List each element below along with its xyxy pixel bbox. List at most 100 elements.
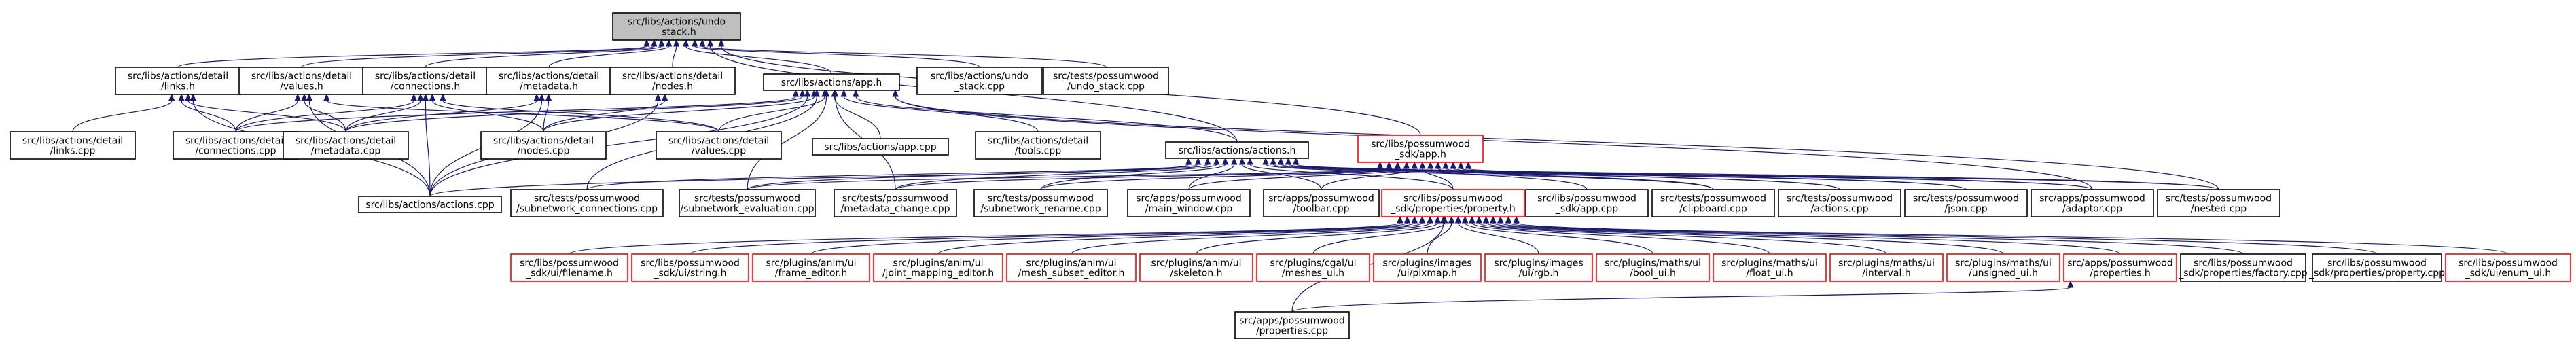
edge-line bbox=[1500, 222, 2244, 255]
node-app-h[interactable]: src/libs/actions/app.h bbox=[763, 73, 900, 91]
node-t-nested-cpp[interactable]: src/tests/possumwood/nested.cpp bbox=[2157, 189, 2280, 217]
edge-line bbox=[1457, 222, 1539, 255]
node-property-cpp[interactable]: src/libs/possumwood_sdk/properties/prope… bbox=[2308, 253, 2445, 282]
node-label: /clipboard.cpp bbox=[1679, 204, 1747, 215]
node-pixmap-h[interactable]: src/plugins/images/ui/pixmap.h bbox=[1373, 253, 1482, 282]
edge-arrowhead bbox=[190, 93, 197, 101]
edge-line bbox=[442, 100, 719, 132]
node-label: _sdk/properties/property.h bbox=[1390, 204, 1515, 215]
node-label: _stack.cpp bbox=[954, 82, 1005, 92]
node-t-json-cpp[interactable]: src/tests/possumwood/json.cpp bbox=[1904, 189, 2028, 217]
node-ui-filename-h[interactable]: src/libs/possumwood_sdk/ui/filename.h bbox=[510, 253, 628, 282]
node-label: src/plugins/images bbox=[1382, 258, 1471, 269]
node-mesh-subset-editor-h[interactable]: src/plugins/anim/ui/mesh_subset_editor.h bbox=[1006, 253, 1137, 282]
node-interval-h[interactable]: src/plugins/maths/ui/interval.h bbox=[1829, 253, 1944, 282]
edge-joint-mapping-editor-h-to-property-h bbox=[937, 215, 1426, 255]
edge-line bbox=[304, 100, 346, 132]
edge-line bbox=[543, 100, 550, 132]
node-sdk-app-cpp[interactable]: src/libs/possumwood_sdk/app.cpp bbox=[1525, 189, 1649, 217]
node-detail-nodes-cpp[interactable]: src/libs/actions/detail/nodes.cpp bbox=[480, 131, 607, 160]
edge-property-h-to-actions-h bbox=[1247, 157, 1454, 190]
node-detail-tools-cpp[interactable]: src/libs/actions/detail/tools.cpp bbox=[975, 131, 1101, 160]
node-detail-links-cpp[interactable]: src/libs/actions/detail/links.cpp bbox=[10, 131, 136, 160]
edge-arrowhead bbox=[804, 89, 811, 97]
node-enum-ui-h[interactable]: src/libs/possumwood_sdk/ui/enum_ui.h bbox=[2445, 253, 2571, 282]
node-label: /metadata.cpp bbox=[311, 146, 381, 157]
node-factory-cpp[interactable]: src/libs/possumwood_sdk/properties/facto… bbox=[2178, 253, 2308, 282]
node-detail-links-h[interactable]: src/libs/actions/detail/links.h bbox=[115, 67, 241, 95]
node-sdk-app-h[interactable]: src/libs/possumwood_sdk/app.h bbox=[1357, 135, 1484, 163]
node-float-ui-h[interactable]: src/plugins/maths/ui/float_ui.h bbox=[1713, 253, 1827, 282]
edge-t-metadata-change-to-sdk-app-h bbox=[895, 161, 1393, 190]
node-detail-metadata-cpp[interactable]: src/libs/actions/detail/metadata.cpp bbox=[283, 131, 409, 160]
node-t-subnetwork-rename[interactable]: src/tests/possumwood/subnetwork_rename.c… bbox=[973, 189, 1108, 217]
node-t-actions-cpp[interactable]: src/tests/possumwood/actions.cpp bbox=[1778, 189, 1901, 217]
node-actions-h[interactable]: src/libs/actions/actions.h bbox=[1165, 141, 1309, 159]
edge-line bbox=[586, 164, 1199, 190]
edge-line bbox=[843, 96, 1039, 132]
node-label: src/libs/possumwood bbox=[1371, 139, 1470, 150]
edge-enum-ui-h-to-property-h bbox=[1513, 215, 2509, 255]
node-detail-values-h[interactable]: src/libs/actions/detail/values.h bbox=[238, 67, 365, 95]
edge-arrowhead bbox=[168, 93, 175, 101]
edge-line bbox=[425, 46, 662, 68]
node-label: src/libs/actions/app.h bbox=[781, 77, 882, 88]
node-box bbox=[975, 131, 1101, 160]
node-box bbox=[510, 253, 628, 282]
edge-line bbox=[345, 100, 421, 132]
node-box bbox=[358, 196, 502, 213]
node-box bbox=[115, 67, 241, 95]
node-undo-stack-cpp[interactable]: src/libs/actions/undo_stack.cpp bbox=[916, 67, 1043, 95]
node-adaptor-cpp[interactable]: src/apps/possumwood/adaptor.cpp bbox=[2031, 189, 2154, 217]
node-tests-undo-stack-cpp[interactable]: src/tests/possumwood/undo_stack.cpp bbox=[1043, 67, 1169, 95]
node-box bbox=[752, 253, 870, 282]
node-t-subnetwork-connections[interactable]: src/tests/possumwood/subnetwork_connecti… bbox=[510, 189, 664, 217]
node-clipboard-cpp[interactable]: src/tests/possumwood/clipboard.cpp bbox=[1651, 189, 1775, 217]
node-main-window-cpp[interactable]: src/apps/possumwood/main_window.cpp bbox=[1127, 189, 1251, 217]
node-app-properties-cpp[interactable]: src/apps/possumwood/properties.cpp bbox=[1234, 311, 1350, 339]
edge-arrowhead bbox=[1440, 215, 1447, 224]
edge-undo-stack-cpp-to-undo-stack-h bbox=[691, 39, 980, 68]
node-unsigned-ui-h[interactable]: src/plugins/maths/ui/unsigned_ui.h bbox=[1946, 253, 2060, 282]
node-joint-mapping-editor-h[interactable]: src/plugins/anim/ui/joint_mapping_editor… bbox=[873, 253, 1003, 282]
edge-arrowhead bbox=[1194, 157, 1202, 165]
edge-arrowhead bbox=[1465, 161, 1472, 169]
edge-clipboard-cpp-to-sdk-app-h bbox=[1435, 161, 1714, 190]
node-meshes-ui-h[interactable]: src/plugins/cgal/ui/meshes_ui.h bbox=[1256, 253, 1370, 282]
node-label: src/plugins/maths/ui bbox=[1955, 258, 2052, 269]
node-label: src/libs/actions/detail bbox=[22, 136, 123, 147]
node-toolbar-cpp[interactable]: src/apps/possumwood/toolbar.cpp bbox=[1263, 189, 1380, 217]
node-t-metadata-change[interactable]: src/tests/possumwood/metadata_change.cpp bbox=[834, 189, 957, 217]
node-actions-cpp[interactable]: src/libs/actions/actions.cpp bbox=[358, 196, 502, 213]
edge-arrowhead bbox=[410, 93, 418, 101]
node-label: src/libs/possumwood bbox=[1403, 194, 1503, 204]
node-frame-editor-h[interactable]: src/plugins/anim/ui/frame_editor.h bbox=[752, 253, 870, 282]
node-detail-metadata-h[interactable]: src/libs/actions/detail/metadata.h bbox=[486, 67, 612, 95]
edge-detail-connections-cpp-to-detail-values-h bbox=[235, 93, 301, 132]
node-detail-connections-h[interactable]: src/libs/actions/detail/connections.h bbox=[362, 67, 488, 95]
node-app-cpp[interactable]: src/libs/actions/app.cpp bbox=[812, 138, 949, 156]
node-t-subnetwork-evaluation[interactable]: src/tests/possumwood/subnetwork_evaluati… bbox=[679, 189, 816, 217]
node-bool-ui-h[interactable]: src/plugins/maths/ui/bool_ui.h bbox=[1596, 253, 1710, 282]
edge-line bbox=[569, 222, 1401, 255]
edge-line bbox=[1486, 222, 2004, 255]
node-ui-string-h[interactable]: src/libs/possumwood_sdk/ui/string.h bbox=[631, 253, 749, 282]
edge-arrowhead bbox=[665, 39, 673, 47]
node-rgb-h[interactable]: src/plugins/images/ui/rgb.h bbox=[1484, 253, 1593, 282]
node-app-properties-h[interactable]: src/apps/possumwood/properties.h bbox=[2063, 253, 2177, 282]
node-label: src/tests/possumwood bbox=[1787, 194, 1893, 204]
node-label: src/libs/actions/actions.cpp bbox=[365, 200, 494, 211]
node-detail-nodes-h[interactable]: src/libs/actions/detail/nodes.h bbox=[609, 67, 736, 95]
node-label: src/plugins/anim/ui bbox=[1026, 258, 1117, 269]
edge-property-cpp-to-property-h bbox=[1505, 215, 2378, 255]
edge-arrowhead bbox=[1497, 215, 1504, 224]
node-detail-connections-cpp[interactable]: src/libs/actions/detail/connections.cpp bbox=[173, 131, 299, 160]
node-detail-values-cpp[interactable]: src/libs/actions/detail/values.cpp bbox=[656, 131, 782, 160]
edge-arrowhead bbox=[1448, 215, 1455, 224]
node-property-h[interactable]: src/libs/possumwood_sdk/properties/prope… bbox=[1381, 189, 1525, 217]
edge-line bbox=[1508, 222, 2378, 255]
node-skeleton-h[interactable]: src/plugins/anim/ui/skeleton.h bbox=[1139, 253, 1253, 282]
node-undo-stack-h[interactable]: src/libs/actions/undo_stack.h bbox=[612, 12, 741, 41]
node-box bbox=[486, 67, 612, 95]
edge-float-ui-h-to-property-h bbox=[1469, 215, 1770, 255]
